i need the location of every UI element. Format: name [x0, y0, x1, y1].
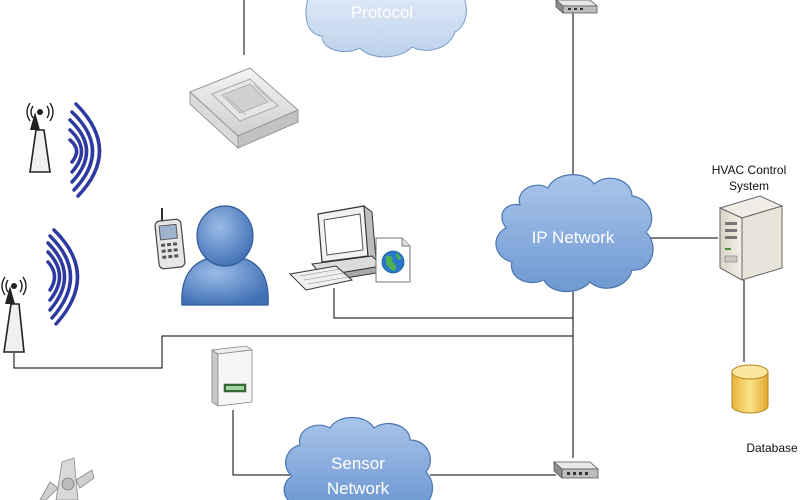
- hvac-label-line2: System: [729, 179, 769, 193]
- desktop-computer-icon: [288, 204, 384, 291]
- connection-lines: [13, 0, 745, 476]
- antenna-icon-2: [1, 276, 27, 353]
- ip-network-cloud: IP Network: [495, 174, 654, 293]
- protocol-cloud-label: Protocol: [351, 3, 413, 22]
- database-icon: [731, 364, 769, 414]
- wireless-signal-icon-2: [46, 228, 80, 326]
- database-label: Database: [746, 441, 798, 455]
- mobile-phone-icon: [154, 208, 186, 270]
- hvac-label-line1: HVAC Control: [712, 163, 786, 177]
- server-icon: [718, 195, 784, 281]
- document-icon: [375, 237, 411, 283]
- protocol-cloud: Protocol: [305, 0, 467, 58]
- network-switch-bottom-icon: [552, 461, 600, 479]
- antenna-icon-1: [26, 102, 54, 173]
- network-switch-top-icon: [555, 0, 599, 14]
- line-sensor: [232, 410, 290, 476]
- user-icon: [181, 205, 269, 306]
- sensor-network-cloud: Sensor Network: [283, 416, 434, 500]
- wind-turbine-icon: [39, 457, 95, 500]
- sensor-network-cloud-label-2: Network: [327, 479, 390, 498]
- wireless-signal-icon-1: [68, 102, 102, 198]
- sensor-device-icon: [210, 345, 254, 407]
- sensor-network-cloud-label-1: Sensor: [331, 454, 385, 473]
- line-computer: [333, 288, 573, 319]
- ceiling-ac-unit-icon: [189, 67, 299, 150]
- line-antenna2: [13, 335, 573, 369]
- ip-network-cloud-label: IP Network: [532, 228, 615, 247]
